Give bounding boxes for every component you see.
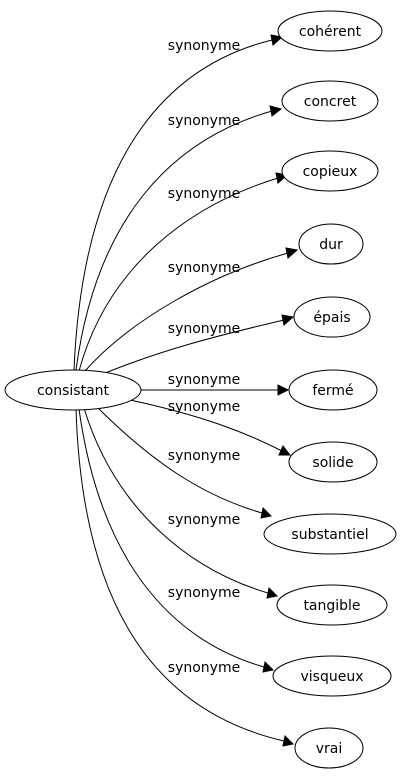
edge-label: synonyme: [168, 260, 240, 276]
edge-arrowhead: [285, 247, 299, 259]
node-label: tangible: [303, 598, 360, 614]
edge-line: [78, 408, 265, 668]
node-ellipse: [281, 150, 379, 192]
node-group: consistant cohérent concret copieux dur …: [4, 10, 397, 769]
node-label: vrai: [316, 741, 343, 757]
node-ellipse: [288, 441, 378, 483]
edge-label: synonyme: [168, 372, 240, 388]
edge-label: synonyme: [168, 186, 240, 202]
edge-line: [97, 319, 285, 377]
node-substantiel: substantiel: [263, 513, 397, 555]
node-ellipse: [4, 369, 142, 411]
edge-label: synonyme: [168, 585, 240, 601]
node-epais: épais: [293, 296, 371, 338]
edge-line: [75, 110, 273, 371]
edge-label: synonyme: [168, 660, 240, 676]
node-visqueux: visqueux: [272, 655, 392, 697]
node-coherent: cohérent: [277, 10, 383, 52]
node-tangible: tangible: [276, 584, 388, 626]
edge-arrowhead: [278, 445, 292, 456]
edge-label: synonyme: [168, 399, 240, 415]
node-ellipse: [276, 584, 388, 626]
node-label: fermé: [312, 383, 353, 399]
edge-line: [75, 408, 285, 742]
edge-line: [83, 252, 289, 373]
edge-arrowhead: [269, 105, 283, 117]
edge-ferme: synonyme: [140, 372, 290, 396]
node-concret: concret: [281, 80, 379, 122]
edge-arrowhead: [277, 384, 290, 396]
edge-arrowhead: [260, 506, 273, 519]
edge-arrowhead: [266, 586, 279, 599]
edge-copieux: synonyme: [78, 172, 289, 372]
edge-line: [95, 405, 263, 514]
edge-label: synonyme: [168, 448, 240, 464]
node-consistant: consistant: [4, 369, 142, 411]
edge-arrowhead: [282, 734, 295, 747]
edge-substantiel: synonyme: [95, 405, 273, 519]
node-label: substantiel: [291, 527, 368, 543]
node-vrai: vrai: [294, 727, 364, 769]
edge-line: [83, 407, 269, 594]
node-label: copieux: [303, 164, 358, 180]
edge-concret: synonyme: [75, 105, 283, 371]
node-copieux: copieux: [281, 150, 379, 192]
node-label: épais: [313, 310, 350, 326]
edge-line: [78, 177, 279, 372]
node-label: consistant: [37, 383, 110, 399]
edge-tangible: synonyme: [83, 407, 279, 599]
node-ellipse: [294, 727, 364, 769]
node-ellipse: [263, 513, 397, 555]
node-ellipse: [288, 369, 378, 411]
edge-label: synonyme: [168, 38, 240, 54]
edge-visqueux: synonyme: [78, 408, 275, 673]
node-label: dur: [319, 237, 343, 253]
node-label: cohérent: [299, 24, 362, 40]
edge-coherent: synonyme: [73, 34, 284, 371]
node-ellipse: [281, 80, 379, 122]
node-ellipse: [277, 10, 383, 52]
edge-dur: synonyme: [83, 247, 299, 373]
node-solide: solide: [288, 441, 378, 483]
node-ferme: fermé: [288, 369, 378, 411]
edge-arrowhead: [270, 34, 284, 46]
edge-label: synonyme: [168, 321, 240, 337]
node-ellipse: [272, 655, 392, 697]
edge-line: [73, 39, 273, 371]
edge-group: synonyme synonyme synonyme synonyme syno…: [73, 34, 299, 747]
node-ellipse: [298, 223, 364, 265]
node-ellipse: [293, 296, 371, 338]
edge-solide: synonyme: [129, 399, 292, 456]
edge-arrowhead: [281, 314, 295, 326]
node-label: concret: [304, 94, 357, 110]
edge-arrowhead: [262, 660, 275, 673]
edge-vrai: synonyme: [75, 408, 295, 747]
edge-label: synonyme: [168, 512, 240, 528]
edge-label: synonyme: [168, 113, 240, 129]
node-label: solide: [312, 455, 353, 471]
node-label: visqueux: [301, 669, 364, 685]
edge-epais: synonyme: [97, 314, 295, 377]
node-dur: dur: [298, 223, 364, 265]
edge-line: [129, 399, 283, 452]
